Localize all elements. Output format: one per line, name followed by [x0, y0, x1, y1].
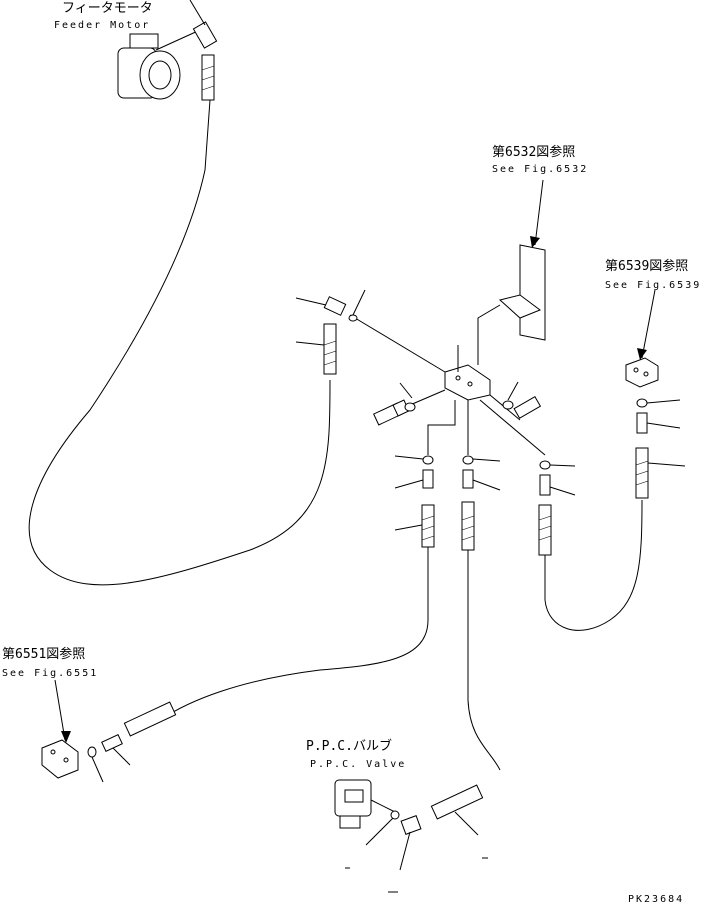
fitting-column-2	[461, 455, 501, 551]
fig6539-label-en: See Fig.6539	[605, 280, 701, 291]
hose-right-loop	[544, 499, 643, 631]
hose-feeder-motor-left	[28, 99, 331, 586]
fig6551-label-en: See Fig.6551	[2, 668, 98, 679]
feeder-motor-label-jp: フィータモータ	[62, 1, 153, 16]
upper-left-hose-end	[295, 323, 337, 375]
arrowhead-fig6539	[637, 348, 647, 360]
fig6539-label-jp: 第6539図参照	[605, 258, 688, 274]
drawing-number: PK23684	[628, 894, 684, 905]
washer-left	[404, 402, 416, 412]
right-fittings	[635, 398, 686, 499]
fig6551-label-jp: 第6551図参照	[2, 646, 85, 662]
upper-left-elbow	[295, 296, 347, 316]
feeder-motor	[117, 29, 201, 100]
o-ring-upper-left	[348, 314, 358, 322]
leader-fig6539	[641, 289, 656, 359]
leader-fig6551	[54, 679, 66, 741]
bolt-right	[502, 381, 542, 419]
ppc-fittings	[345, 784, 488, 893]
feeder-elbow-fitting	[189, 0, 218, 49]
leader-fig6532	[534, 179, 544, 246]
feeder-motor-label-en: Feeder Motor	[54, 20, 150, 31]
fitting-column-3	[538, 460, 576, 556]
right-block	[625, 357, 659, 388]
left-fittings	[87, 701, 177, 783]
fig6532-label-jp: 第6532図参照	[492, 144, 575, 160]
hose-center-ppc	[467, 550, 501, 771]
arrowhead-fig6551	[61, 731, 71, 743]
bolt-left	[373, 382, 413, 426]
ppc-valve-label-en: P.P.C. Valve	[310, 759, 406, 770]
ppc-valve-label-jp: P.P.C.バルブ	[306, 738, 392, 754]
left-block	[41, 739, 79, 779]
fitting-column-1	[394, 455, 435, 548]
center-manifold	[349, 314, 546, 456]
feeder-hose-end	[201, 54, 215, 101]
arrowhead-fig6532	[530, 236, 540, 248]
fig6532-label-en: See Fig.6532	[492, 164, 588, 175]
ppc-valve	[334, 779, 396, 829]
hose-center-left	[159, 545, 429, 721]
bracket	[477, 244, 546, 365]
